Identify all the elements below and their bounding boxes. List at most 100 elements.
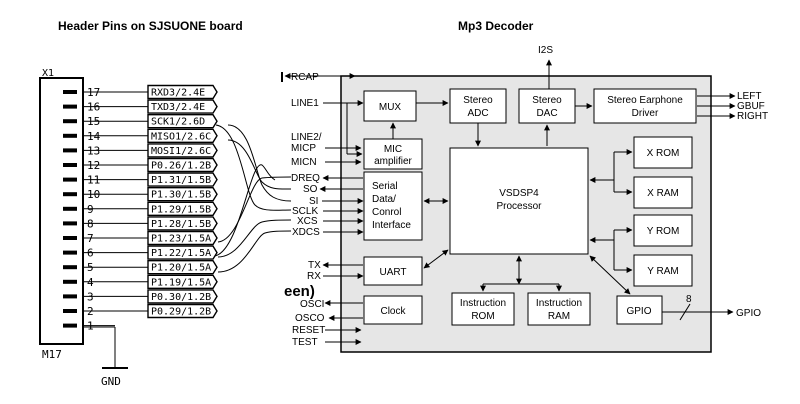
pin-12-net-label: P0.26/1.2B (151, 161, 211, 172)
connector-ref: X1 (42, 68, 54, 79)
instruction-rom-block (451, 292, 515, 326)
een-fragment: een) (284, 283, 315, 300)
rcap-label: RCAP (291, 72, 319, 83)
mux-label: MUX (379, 102, 402, 113)
pin-8-net-flag (147, 216, 218, 231)
header-pins-title: Header Pins on SJSUONE board (58, 19, 243, 33)
pin-9-contact (63, 206, 77, 211)
stereo-dac-block (518, 88, 576, 124)
wire-loop (214, 164, 276, 257)
uart-label: UART (379, 267, 406, 278)
y-rom-label: Y ROM (647, 226, 680, 237)
irom-label-1: Instruction (460, 298, 506, 309)
x-ram-block (633, 176, 693, 209)
micn-label: MICN (291, 157, 317, 168)
wire-mosi-si (227, 124, 292, 202)
pin-9-net-flag (147, 201, 218, 216)
pin-6-net-label: P1.22/1.5A (151, 248, 211, 259)
pin-1-contact (63, 323, 77, 328)
pin-10-net-label: P1.30/1.5B (151, 190, 211, 201)
micp-label: MICP (291, 143, 316, 154)
pin-5-contact (63, 265, 77, 270)
dreq-label: DREQ (291, 173, 320, 184)
serial-interface-block (363, 171, 423, 241)
pin-17-net-flag (147, 84, 218, 100)
clock-block (363, 295, 423, 325)
so-label: SO (303, 184, 318, 195)
pin-5-net-label: P1.20/1.5A (151, 263, 211, 274)
pin-13-net-flag (147, 143, 218, 158)
pin-15-net-flag (147, 114, 218, 129)
i2s-label: I2S (538, 45, 553, 56)
line1-label: LINE1 (291, 98, 319, 109)
pin-3-net-label: P0.30/1.2B (151, 292, 211, 303)
pin-10-net-flag (147, 187, 218, 202)
gpio-block (616, 295, 663, 325)
pin-14-net-flag (147, 128, 218, 143)
wire-sck-sclk (215, 124, 292, 211)
irom-label-2: ROM (471, 311, 494, 322)
gpio-out-label: GPIO (736, 308, 761, 319)
serial-label-1: Serial (372, 181, 398, 192)
pin-16-net-flag (147, 99, 218, 114)
dsp-label-2: Processor (496, 201, 542, 212)
test-label: TEST (292, 337, 318, 348)
pin-12-net-flag (147, 157, 218, 173)
vsdsp4-processor-block (449, 147, 589, 255)
pin-13-net-label: MOSI1/2.6C (151, 146, 211, 157)
pin-2-net-flag (147, 303, 218, 319)
rx-label: RX (307, 271, 321, 282)
y-ram-label: Y RAM (647, 266, 679, 277)
gnd-label: GND (101, 375, 121, 388)
right-label: RIGHT (737, 111, 768, 122)
interconnect-wires (214, 124, 292, 273)
earphone-label-2: Driver (632, 108, 659, 119)
pin-13-contact (63, 148, 77, 153)
pin-11-contact (63, 177, 77, 182)
x-ram-label: X RAM (647, 188, 679, 199)
pin-17-net-label: RXD3/2.4E (151, 88, 205, 99)
instruction-ram-block (527, 292, 591, 326)
earphone-label-1: Stereo Earphone (607, 95, 683, 106)
pin-8-net-label: P1.28/1.5B (151, 219, 211, 230)
mux-block (363, 90, 417, 122)
pin-2-net-label: P0.29/1.2B (151, 307, 211, 318)
clock-label: Clock (380, 306, 406, 317)
dsp-to-gpio (589, 255, 631, 295)
uart-block (363, 256, 423, 286)
xdcs-label: XDCS (292, 227, 320, 238)
connector-part: M17 (42, 348, 62, 361)
adc-label-2: ADC (467, 108, 488, 119)
pin-3-net-flag (147, 289, 218, 304)
pin-4-net-label: P1.19/1.5A (151, 277, 211, 288)
x-rom-block (633, 136, 693, 169)
mic-amplifier-block (363, 138, 423, 170)
pin-17-contact (63, 90, 77, 94)
pin-7-net-flag (147, 230, 218, 246)
wire-dreq (217, 176, 292, 243)
connector-body (39, 77, 84, 345)
pin-15-net-label: SCK1/2.6D (151, 117, 205, 128)
adc-label-1: Stereo (463, 95, 493, 106)
left-label: LEFT (737, 91, 761, 102)
pin-6-contact (63, 250, 77, 255)
mp3-decoder: I2S RCAP LINE1 LINE2/ MICP MICN DREQ SO … (281, 45, 768, 353)
pin-12-contact (63, 163, 77, 167)
osci-label: OSCI (300, 299, 324, 310)
osco-label: OSCO (295, 313, 325, 324)
pin-4-net-flag (147, 274, 218, 289)
xcs-label: XCS (297, 216, 318, 227)
pin-8-contact (63, 221, 77, 226)
tx-label: TX (308, 260, 321, 271)
pin-16-net-label: TXD3/2.4E (151, 102, 205, 113)
serial-label-2: Data/ (372, 194, 396, 205)
dac-label-1: Stereo (532, 95, 562, 106)
earphone-driver-block (593, 88, 697, 124)
iram-label-1: Instruction (536, 298, 582, 309)
x-rom-label: X ROM (647, 148, 680, 159)
serial-label-3: Conrol (372, 207, 401, 218)
mic-label-1: MIC (384, 144, 402, 155)
pin-16-contact (63, 104, 77, 109)
